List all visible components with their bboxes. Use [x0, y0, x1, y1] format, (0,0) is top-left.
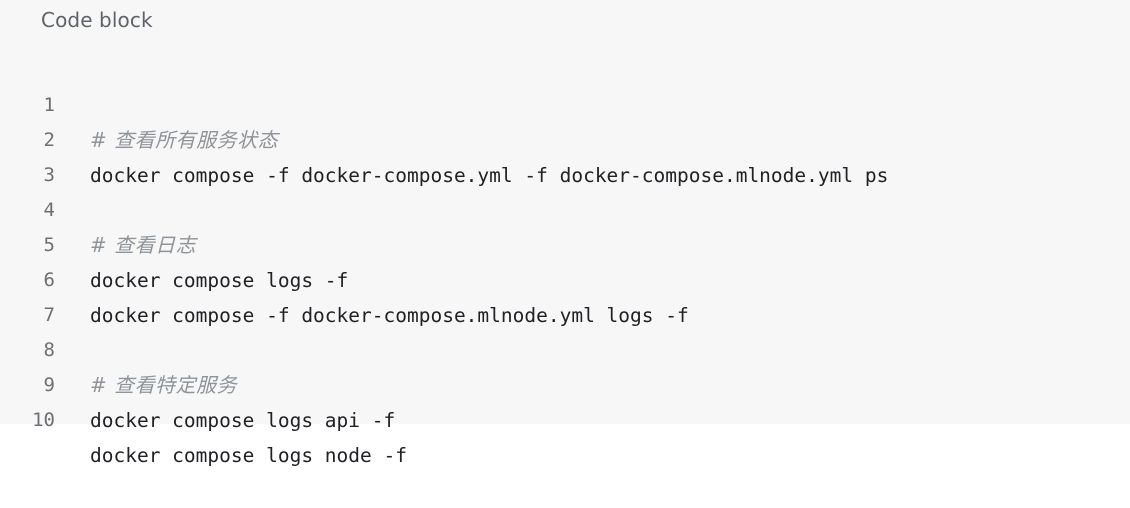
code-text: docker compose logs api -f — [90, 409, 396, 432]
line-number: 1 — [43, 94, 55, 116]
code-line: 3 — [0, 123, 1130, 186]
code-text: docker compose logs node -f — [90, 444, 407, 467]
line-number: 4 — [43, 199, 55, 221]
code-line: 5 docker compose logs -f — [0, 193, 1130, 292]
code-text: docker compose logs -f — [90, 269, 349, 292]
code-line: 6 docker compose -f docker-compose.mlnod… — [0, 228, 1130, 327]
line-number: 9 — [43, 374, 55, 396]
code-text: docker compose -f docker-compose.yml -f … — [90, 164, 889, 187]
code-line: 8 # 查看特定服务 — [0, 298, 1130, 397]
line-number: 7 — [43, 304, 55, 326]
code-text: docker compose -f docker-compose.mlnode.… — [90, 304, 689, 327]
line-number: 2 — [43, 129, 55, 151]
line-number: 6 — [43, 269, 55, 291]
code-comment: # 查看日志 — [90, 233, 197, 257]
line-number: 3 — [43, 164, 55, 186]
code-comment: # 查看所有服务状态 — [90, 128, 279, 152]
code-line: 2 docker compose -f docker-compose.yml -… — [0, 88, 1130, 187]
code-line: 10 docker compose logs node -f — [0, 368, 1130, 467]
code-area[interactable]: 1 # 查看所有服务状态 2 docker compose -f docker-… — [0, 53, 1130, 467]
line-number: 5 — [43, 234, 55, 256]
code-line: 7 — [0, 263, 1130, 326]
line-number: 10 — [32, 409, 55, 431]
code-line: 1 # 查看所有服务状态 — [0, 53, 1130, 152]
code-line: 4 # 查看日志 — [0, 158, 1130, 257]
code-comment: # 查看特定服务 — [90, 373, 238, 397]
code-line: 9 docker compose logs api -f — [0, 333, 1130, 432]
code-block-title: Code block — [41, 8, 153, 32]
code-block: Code block 1 # 查看所有服务状态 2 docker compose… — [0, 8, 1130, 467]
line-number: 8 — [43, 339, 55, 361]
